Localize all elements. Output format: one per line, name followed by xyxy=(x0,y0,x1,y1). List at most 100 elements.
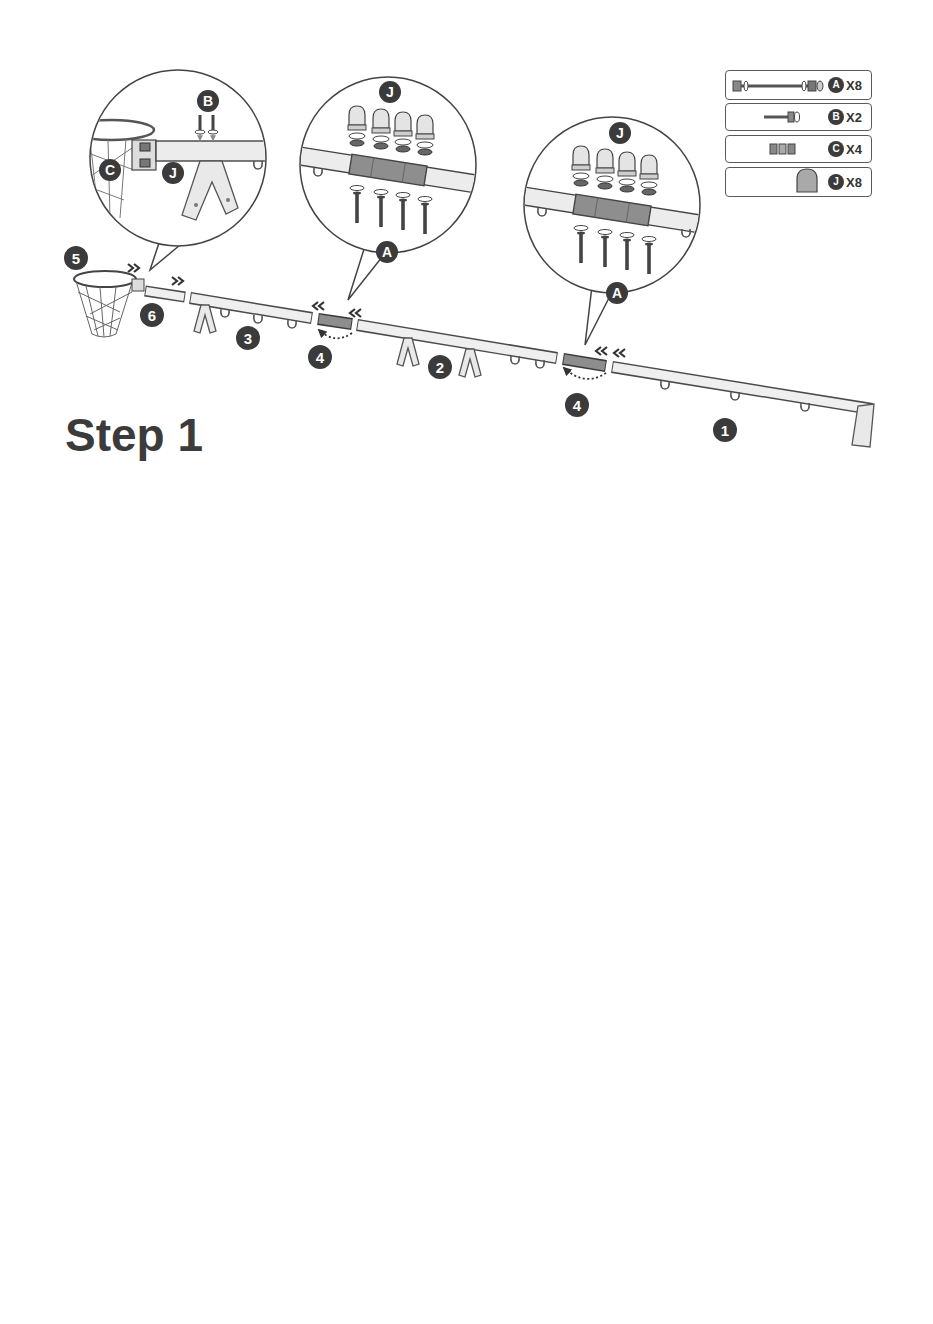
quantity-label: X8 xyxy=(846,176,862,189)
callout-label: B xyxy=(203,94,213,108)
callout-label: J xyxy=(833,177,839,187)
connector-detail-part xyxy=(270,106,510,234)
callout-label: A xyxy=(832,80,839,90)
direction-arrows-part xyxy=(313,302,324,310)
parts-icons-part xyxy=(808,81,816,91)
callout-label: 5 xyxy=(72,251,80,266)
callout-badge: C xyxy=(828,141,844,157)
callout-label: A xyxy=(612,286,622,300)
hoop-detail-part xyxy=(199,115,202,130)
callout-label: J xyxy=(386,85,394,99)
hoop-detail-part xyxy=(140,159,150,167)
callout-label: 6 xyxy=(148,308,156,323)
hoop-detail-part xyxy=(140,143,150,151)
direction-arrows xyxy=(128,264,625,379)
callout-badge: B xyxy=(828,109,844,125)
callout-label: 4 xyxy=(316,350,324,365)
pole-tubes-part xyxy=(613,367,871,409)
callout-badge: B xyxy=(197,90,219,112)
direction-arrows-part xyxy=(614,349,625,357)
callout-badge: 2 xyxy=(428,355,452,379)
parts-row: X4 C xyxy=(725,135,872,163)
callout-badge: J xyxy=(828,174,844,190)
callout-badge: A xyxy=(376,241,398,263)
hoop-detail-part xyxy=(70,120,154,140)
parts-row: X8 J xyxy=(725,167,872,197)
parts-icons-part xyxy=(788,144,795,154)
parts-row: X2 B xyxy=(725,103,872,131)
pole-fittings-part xyxy=(852,404,874,447)
direction-arrows-part xyxy=(564,368,606,379)
callout-label: J xyxy=(616,126,624,140)
basketball-hoop-part xyxy=(74,271,136,287)
pole-tubes-part xyxy=(564,359,605,366)
callout-badge: 1 xyxy=(713,418,737,442)
pole-tubes-part xyxy=(358,325,556,358)
callout-badge: 3 xyxy=(236,326,260,350)
direction-arrows-part xyxy=(350,309,361,317)
callout-label: C xyxy=(105,163,115,177)
callout-label: J xyxy=(169,166,177,180)
pole-tubes-part xyxy=(318,319,352,324)
hoop-detail-part xyxy=(212,115,215,130)
hoop-detail-part xyxy=(156,141,276,161)
pole-tubes-part xyxy=(319,319,351,324)
parts-icons-part xyxy=(764,116,790,119)
hoop-detail-part xyxy=(194,203,198,207)
callout-label: 2 xyxy=(436,360,444,375)
pole-tubes-part xyxy=(612,367,872,409)
callout-label: C xyxy=(832,144,839,154)
hoop-detail-part xyxy=(199,134,200,140)
callout-badge: 6 xyxy=(140,303,164,327)
pole-fittings-part xyxy=(801,403,809,411)
pole-fittings-part xyxy=(511,356,519,364)
direction-arrows-part xyxy=(319,330,352,338)
hoop-detail-part xyxy=(182,161,238,220)
callout-label: 3 xyxy=(244,331,252,346)
parts-icons-part xyxy=(788,112,794,122)
hoop-detail-part xyxy=(208,130,218,134)
hoop-detail-part xyxy=(254,161,262,169)
direction-arrows-part xyxy=(596,347,607,355)
parts-icons-part xyxy=(733,81,741,91)
callout-badge: 4 xyxy=(308,345,332,369)
quantity-label: X2 xyxy=(846,111,862,124)
hoop-detail xyxy=(70,115,276,220)
parts-icons-part xyxy=(802,81,806,91)
pole-fittings-part xyxy=(731,392,739,400)
parts-icons-part xyxy=(817,81,823,91)
pole-fittings-part xyxy=(661,381,669,389)
callout-badge: 4 xyxy=(565,393,589,417)
connector-detail xyxy=(270,106,510,234)
callout-label: 1 xyxy=(721,423,729,438)
connector-detail-part-part xyxy=(682,229,690,237)
hoop-detail-part xyxy=(226,198,230,202)
parts-icons-part xyxy=(744,81,748,91)
callout-badge: J xyxy=(162,162,184,184)
callout-label: 4 xyxy=(573,398,581,413)
pole-fittings-part xyxy=(536,360,544,368)
pole-fittings-part xyxy=(397,338,419,366)
callout-badge: J xyxy=(609,122,631,144)
step-title: Step 1 xyxy=(65,410,203,461)
hoop-detail-part xyxy=(195,130,205,134)
pole-tubes-part xyxy=(563,359,606,366)
callout-label: B xyxy=(832,112,839,122)
quantity-label: X4 xyxy=(846,143,862,156)
pole-tubes-part xyxy=(146,291,184,297)
connector-detail-part-part xyxy=(494,146,734,274)
pole-tubes xyxy=(145,291,872,409)
pole-tubes-part xyxy=(145,291,185,297)
parts-icons-part xyxy=(779,144,786,154)
callout-badge: C xyxy=(99,159,121,181)
basketball-hoop-part xyxy=(76,281,132,337)
quantity-label: X8 xyxy=(846,79,862,92)
hoop-detail-part xyxy=(212,134,213,140)
callout-label: A xyxy=(382,245,392,259)
parts-icons-part xyxy=(770,144,777,154)
parts-icons-part xyxy=(797,169,817,192)
pole-fittings-part xyxy=(288,320,296,328)
pole-tubes-part xyxy=(357,325,557,358)
